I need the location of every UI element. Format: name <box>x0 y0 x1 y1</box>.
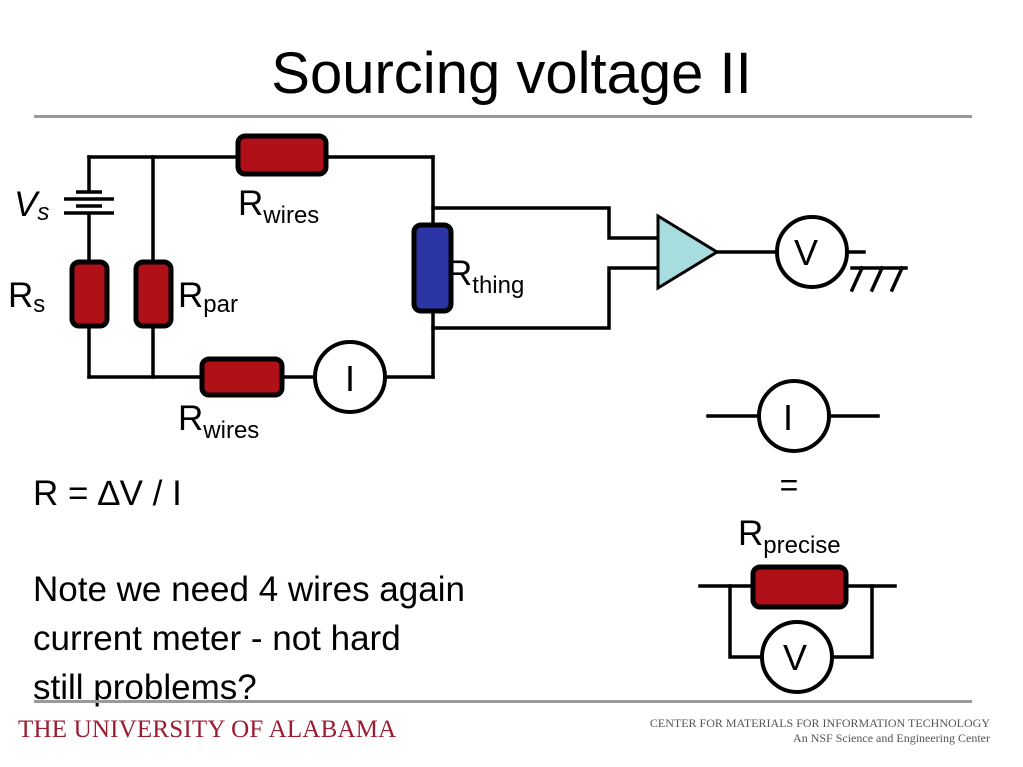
legend-voltmeter <box>760 620 834 694</box>
battery-icon <box>64 190 114 215</box>
sense-wire-upper <box>431 206 660 240</box>
ground-hatch-2 <box>869 265 885 293</box>
voltmeter <box>775 215 849 289</box>
rprecise-resistor <box>750 564 849 610</box>
equals-label: = <box>780 467 799 503</box>
center-subtitle: An NSF Science and Engineering Center <box>793 731 990 745</box>
center-credit: CENTER FOR MATERIALS FOR INFORMATION TEC… <box>650 716 990 746</box>
formula-text: R = ∆V / I <box>33 474 182 513</box>
rwires-top-label: Rwires <box>238 184 319 229</box>
current-meter-label: I <box>345 358 355 399</box>
rprecise-label: Rprecise <box>738 514 841 559</box>
legend-voltmeter-label: V <box>783 637 807 678</box>
rwires-bottom-label: Rwires <box>178 399 259 444</box>
rwires-bottom-resistor <box>199 356 285 398</box>
rs-resistor <box>69 259 110 329</box>
legend-current-meter <box>757 379 831 453</box>
note-line-2: current meter - not hard <box>33 619 401 658</box>
ground-hatch-1 <box>849 265 865 293</box>
university-name: THE UNIVERSITY OF ALABAMA <box>18 716 397 743</box>
ground-hatch-3 <box>889 265 905 293</box>
rwires-top-resistor <box>235 133 329 177</box>
amplifier-icon <box>656 213 720 291</box>
current-meter <box>313 340 387 414</box>
legend-voltmeter-wire-left <box>728 584 762 659</box>
rthing-resistor <box>411 222 454 314</box>
note-line-1: Note we need 4 wires again <box>33 570 465 609</box>
slide-title: Sourcing voltage II <box>271 41 752 106</box>
note-line-3: still problems? <box>33 668 257 707</box>
sense-wire-lower <box>431 266 660 330</box>
title-divider <box>34 115 972 118</box>
source-label: Vs <box>14 185 49 226</box>
voltmeter-label: V <box>794 232 818 273</box>
legend-voltmeter-wire-right <box>832 584 874 659</box>
rpar-resistor <box>133 259 174 329</box>
rthing-label: Rthing <box>447 254 524 299</box>
footer-divider <box>34 700 972 703</box>
legend-meter-label: I <box>783 397 793 438</box>
center-name: CENTER FOR MATERIALS FOR INFORMATION TEC… <box>649 716 990 730</box>
rpar-label: Rpar <box>178 276 238 318</box>
rs-label: Rs <box>8 276 45 318</box>
